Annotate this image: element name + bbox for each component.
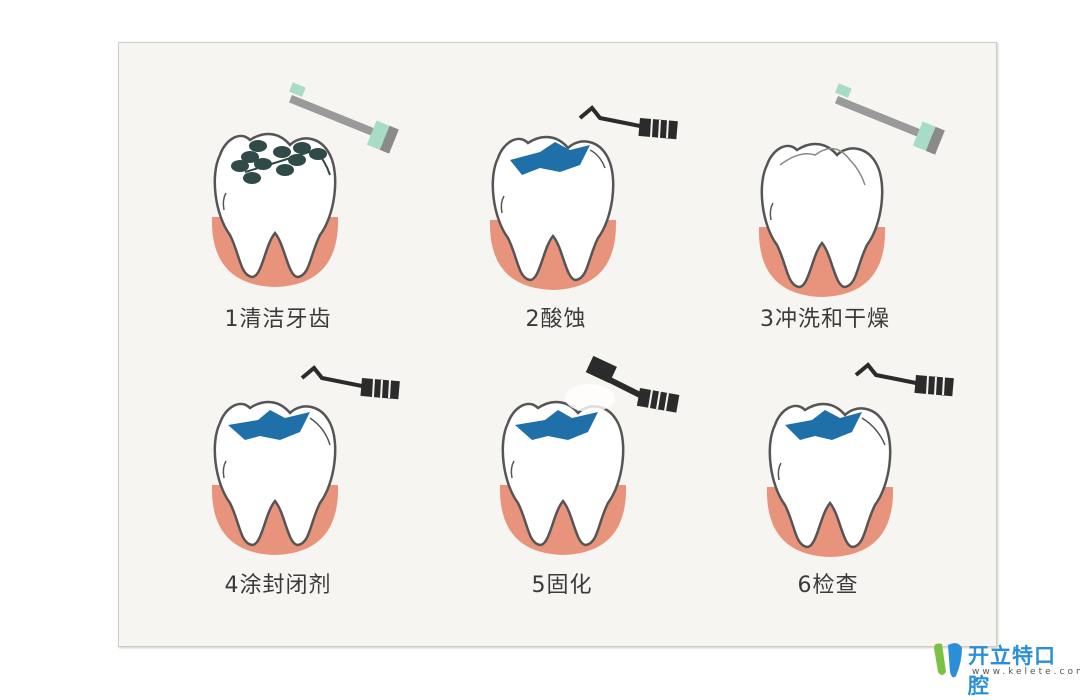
dental-explorer-icon — [854, 363, 956, 399]
step-label: 2酸蚀 — [525, 307, 587, 332]
step-label: 4涂封闭剂 — [224, 573, 332, 598]
step-6-tooth — [765, 363, 956, 559]
step-label: 1清洁牙齿 — [224, 307, 332, 332]
dental-explorer-icon — [578, 106, 680, 142]
watermark-brand: 开立特口腔 — [968, 644, 1056, 698]
toothbrush-icon — [835, 83, 945, 155]
curing-light-icon — [585, 355, 680, 413]
watermark-url: www.kelete.com — [972, 667, 1080, 677]
step-3-tooth — [757, 83, 945, 299]
dental-explorer-icon — [300, 366, 402, 402]
tooth-logo-icon — [934, 643, 962, 678]
step-5-tooth — [498, 355, 680, 557]
step-label: 5固化 — [531, 573, 593, 598]
step-4-tooth — [210, 366, 402, 557]
step-1-tooth — [210, 82, 399, 289]
step-label: 3冲洗和干燥 — [760, 307, 890, 332]
step-2-tooth — [488, 106, 680, 292]
step-label: 6检查 — [797, 573, 859, 598]
watermark-logo: 开立特口腔 www.kelete.com — [932, 640, 1080, 698]
